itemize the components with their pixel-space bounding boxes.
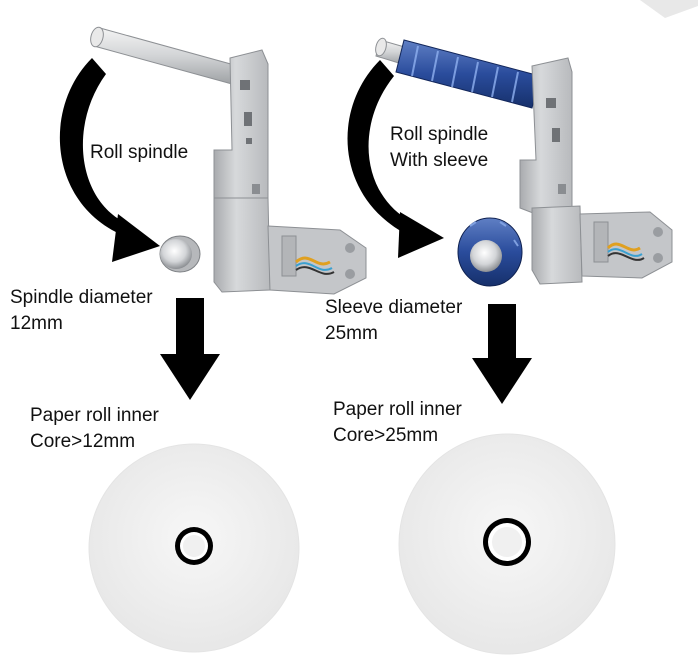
sleeve-diameter-line2: 25mm [325, 323, 378, 344]
left-core-line2: Core>12mm [30, 431, 136, 452]
right-core-line2: Core>25mm [333, 425, 439, 446]
sleeve-end-cap [457, 217, 523, 287]
corner-fragment [640, 0, 698, 18]
right-spindle-bracket [375, 37, 673, 285]
roll-spindle-sleeve-line2: With sleeve [390, 150, 489, 171]
left-core-line1: Paper roll inner [30, 405, 159, 426]
left-down-arrow [160, 298, 220, 400]
sleeve-diameter-label: Sleeve diameter 25mm [325, 295, 462, 347]
roll-spindle-sleeve-line1: Roll spindle [390, 124, 489, 145]
right-core-line1: Paper roll inner [333, 399, 462, 420]
roll-spindle-sleeve-label: Roll spindle With sleeve [390, 122, 488, 174]
spindle-diameter-line1: Spindle diameter [10, 287, 153, 308]
right-core-label: Paper roll inner Core>25mm [333, 397, 462, 449]
left-paper-roll [88, 443, 300, 653]
roll-spindle-label: Roll spindle [90, 140, 188, 166]
spindle-diameter-label: Spindle diameter 12mm [10, 285, 153, 337]
right-paper-roll [398, 433, 616, 655]
right-down-arrow [472, 304, 532, 404]
roll-spindle-text: Roll spindle [90, 142, 189, 163]
right-curved-arrow [347, 60, 444, 258]
left-curved-arrow [59, 58, 160, 262]
left-core-label: Paper roll inner Core>12mm [30, 403, 159, 455]
spindle-end-cap [159, 235, 201, 273]
sleeve-diameter-line1: Sleeve diameter [325, 297, 463, 318]
left-spindle-bracket [90, 26, 367, 295]
spindle-diameter-line2: 12mm [10, 313, 63, 334]
